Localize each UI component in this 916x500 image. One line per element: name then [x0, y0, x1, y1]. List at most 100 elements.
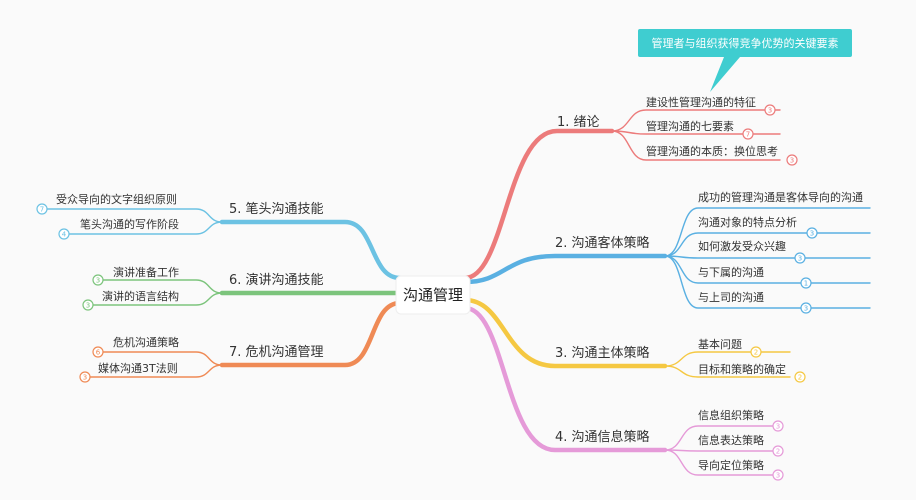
badge-6-2-count: 3 — [86, 302, 90, 310]
leaf-5-2: 笔头沟通的写作阶段 — [80, 217, 179, 231]
badge-7-1-icon — [92, 346, 104, 358]
badge-2-2-count: 3 — [810, 230, 814, 238]
badge-5-1-icon — [36, 203, 48, 215]
badge-2-4-icon — [800, 277, 812, 289]
branch-4-label: 4. 沟通信息策略 — [555, 429, 650, 445]
leaf-2-2: 沟通对象的特点分析 — [698, 215, 797, 229]
badge-5-2-count: 4 — [62, 231, 67, 239]
root-node[interactable]: 沟通管理 — [395, 275, 471, 315]
connector-leaf-5-1 — [41, 208, 223, 223]
connector-leaf-4-1 — [664, 425, 776, 451]
badge-6-1-count: 3 — [96, 277, 100, 285]
connector-leaf-4-3 — [664, 449, 776, 476]
badge-1-3-icon — [786, 154, 798, 166]
leaf-6-2: 演讲的语言结构 — [102, 289, 179, 303]
branch-1-label: 1. 绪论 — [557, 115, 600, 130]
badge-4-1-icon — [772, 420, 784, 432]
badge-5-2-icon — [58, 228, 70, 240]
connector-leaf-1-1 — [611, 109, 781, 132]
badge-4-3-count: 3 — [776, 472, 780, 480]
badge-4-2-count: 2 — [776, 448, 780, 456]
badge-7-2-icon — [79, 371, 91, 383]
badge-5-1-count: 7 — [40, 206, 44, 214]
branch-5[interactable]: 5. 笔头沟通技能 受众导向的文字组织原则 笔头沟通的写作阶段 — [56, 192, 324, 231]
badge-3-1-count: 2 — [754, 349, 758, 357]
connector-leaf-5-2 — [63, 221, 223, 235]
connector-leaf-7-1 — [97, 351, 223, 366]
connector-leaf-3-1 — [664, 351, 791, 367]
badge-2-3-count: 3 — [798, 255, 802, 263]
branch-6[interactable]: 6. 演讲沟通技能 演讲准备工作 演讲的语言结构 — [102, 265, 324, 303]
branch-4[interactable]: 4. 沟通信息策略 信息组织策略 信息表达策略 导向定位策略 — [555, 408, 764, 472]
callout: 管理者与组织获得竞争优势的关键要素 — [638, 29, 852, 92]
leaf-1-2: 管理沟通的七要素 — [646, 119, 734, 133]
leaf-4-3: 导向定位策略 — [698, 458, 764, 472]
leaf-5-1: 受众导向的文字组织原则 — [56, 192, 177, 206]
branch-7-label: 7. 危机沟通管理 — [229, 345, 324, 360]
badge-6-1-icon — [92, 274, 104, 286]
badge-1-3-count: 3 — [790, 157, 794, 165]
connector-leaf-2-4 — [664, 255, 871, 284]
leaf-3-2: 目标和策略的确定 — [698, 362, 786, 376]
badge-2-5-count: 3 — [804, 305, 808, 313]
badge-7-2-count: 3 — [83, 374, 87, 382]
leaf-4-2: 信息表达策略 — [698, 433, 764, 447]
leaf-4-1: 信息组织策略 — [698, 408, 764, 422]
leaf-3-1: 基本问题 — [698, 337, 742, 351]
connector-branch-7 — [219, 300, 403, 368]
branch-1[interactable]: 1. 绪论 建设性管理沟通的特征 管理沟通的七要素 管理沟通的本质：换位思考 — [557, 95, 778, 158]
badge-3-1-icon — [750, 346, 762, 358]
branch-2[interactable]: 2. 沟通客体策略 成功的管理沟通是客体导向的沟通 沟通对象的特点分析 如何激发… — [555, 190, 863, 304]
connector-branch-4 — [462, 305, 668, 453]
connector-leaf-2-2 — [664, 232, 871, 257]
branch-3[interactable]: 3. 沟通主体策略 基本问题 目标和策略的确定 — [555, 337, 786, 376]
root-label: 沟通管理 — [403, 286, 463, 304]
branch-2-label: 2. 沟通客体策略 — [555, 235, 650, 251]
leaf-2-5: 与上司的沟通 — [698, 290, 764, 304]
connector-branch-5 — [219, 219, 403, 281]
leaf-1-1: 建设性管理沟通的特征 — [646, 95, 756, 109]
badge-1-2-icon — [742, 128, 754, 140]
badge-2-5-icon — [800, 302, 812, 314]
connector-leaf-6-2 — [87, 292, 223, 306]
connector-leaf-7-2 — [84, 364, 223, 378]
badge-6-2-icon — [82, 299, 94, 311]
connector-leaf-2-5 — [664, 255, 871, 309]
leaf-1-3: 管理沟通的本质：换位思考 — [646, 144, 778, 158]
connector-leaf-4-2 — [664, 449, 776, 452]
badge-1-2-count: 7 — [746, 131, 750, 139]
connector-leaf-1-2 — [611, 130, 781, 135]
leaf-2-1: 成功的管理沟通是客体导向的沟通 — [698, 190, 863, 204]
branch-7[interactable]: 7. 危机沟通管理 危机沟通策略 媒体沟通3T法则 — [98, 335, 324, 375]
connector-lines — [41, 109, 871, 476]
connector-branch-1 — [462, 128, 615, 281]
leaf-7-1: 危机沟通策略 — [113, 335, 179, 349]
callout-text: 管理者与组织获得竞争优势的关键要素 — [652, 36, 839, 50]
badge-4-3-icon — [772, 469, 784, 481]
connector-leaf-2-3 — [664, 255, 871, 259]
branch-5-label: 5. 笔头沟通技能 — [229, 201, 324, 217]
badge-1-1-icon — [764, 104, 776, 116]
leaf-2-4: 与下属的沟通 — [698, 265, 764, 279]
count-badges: 3 7 3 3 3 1 3 2 2 3 2 3 7 4 3 3 6 3 — [36, 104, 818, 481]
connector-leaf-2-1 — [664, 207, 871, 257]
connector-leaf-1-3 — [611, 130, 781, 161]
leaf-7-2: 媒体沟通3T法则 — [98, 361, 178, 375]
branch-3-label: 3. 沟通主体策略 — [555, 345, 650, 361]
connector-leaf-6-1 — [97, 279, 223, 294]
badge-2-2-icon — [806, 227, 818, 239]
connector-branch-3 — [462, 297, 668, 369]
badge-2-4-count: 1 — [804, 280, 808, 288]
badge-4-1-count: 3 — [776, 423, 780, 431]
leaf-6-1: 演讲准备工作 — [113, 265, 179, 279]
badge-7-1-count: 6 — [96, 349, 101, 357]
badge-1-1-count: 3 — [768, 107, 772, 115]
badge-2-3-icon — [794, 252, 806, 264]
connector-branch-2 — [462, 253, 668, 285]
connector-leaf-3-2 — [664, 365, 791, 378]
badge-3-2-icon — [794, 371, 806, 383]
badge-3-2-count: 2 — [798, 374, 802, 382]
leaf-2-3: 如何激发受众兴趣 — [698, 239, 786, 253]
